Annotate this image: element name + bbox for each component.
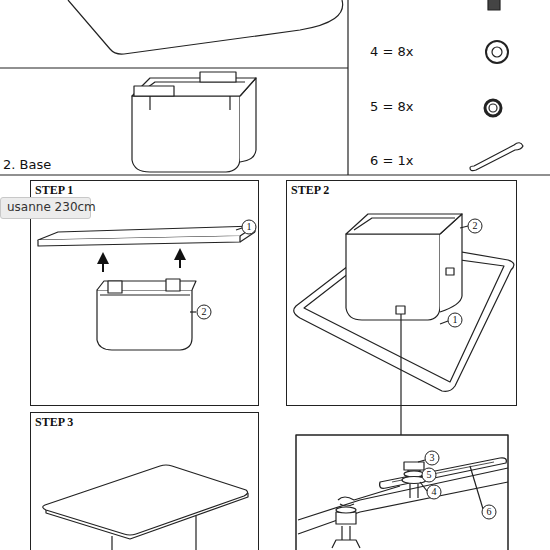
leader-line: [190, 311, 196, 312]
table-rule: [0, 67, 348, 68]
callout-number: 4: [432, 487, 437, 497]
part-quantity: 4 = 8x: [370, 45, 413, 58]
callout-circle: [197, 305, 211, 319]
bolt-icon: [488, 0, 500, 10]
callout-circle: [422, 468, 436, 482]
section-label: 2. Base: [3, 158, 51, 171]
leader-line: [460, 226, 468, 228]
part-quantity: 5 = 8x: [370, 100, 413, 113]
detail-panel: [296, 435, 508, 550]
step-panel: STEP 2: [286, 180, 517, 406]
step1-base: [97, 279, 196, 350]
part-quantity: 6 = 1x: [370, 154, 413, 167]
leader-line: [420, 482, 427, 491]
base-picture: [132, 72, 256, 172]
callout-number: 2: [473, 221, 478, 231]
callout-number: 3: [430, 453, 435, 463]
tabletop-picture: [68, 0, 343, 54]
step2-base: [346, 214, 462, 320]
leader-line: [236, 228, 242, 230]
callout-number: 6: [487, 507, 492, 517]
washer-icon: [486, 41, 508, 63]
step-heading: STEP 3: [31, 413, 258, 432]
callout-number: 1: [247, 222, 252, 232]
step1-tabletop: [38, 226, 255, 246]
step-panel: STEP 3: [30, 412, 259, 550]
callout-circle: [425, 451, 439, 465]
step-heading: STEP 2: [287, 181, 516, 200]
callout-number: 5: [427, 470, 432, 480]
step3-table: [43, 465, 248, 550]
lift-arrow: [102, 258, 104, 272]
leader-line: [418, 460, 425, 462]
nut-ring-icon: [485, 100, 501, 116]
callout-circle: [482, 505, 496, 519]
callout-number: 2: [202, 307, 207, 317]
callout-circle: [468, 219, 482, 233]
detail-illustration: [298, 458, 508, 548]
detail-leader: [400, 314, 401, 435]
table-rule: [0, 174, 550, 175]
callout-circle: [448, 313, 462, 327]
table-rule: [347, 0, 348, 175]
tooltip-text: usanne 230cm: [7, 200, 84, 216]
title-tooltip: usanne 230cm: [0, 197, 91, 219]
leader-line: [440, 321, 448, 324]
wrench-icon: [470, 143, 523, 171]
leader-line: [470, 466, 483, 509]
callout-circle: [242, 220, 256, 234]
callout-circle: [427, 485, 441, 499]
lift-arrow: [179, 254, 181, 268]
callout-number: 1: [453, 315, 458, 325]
